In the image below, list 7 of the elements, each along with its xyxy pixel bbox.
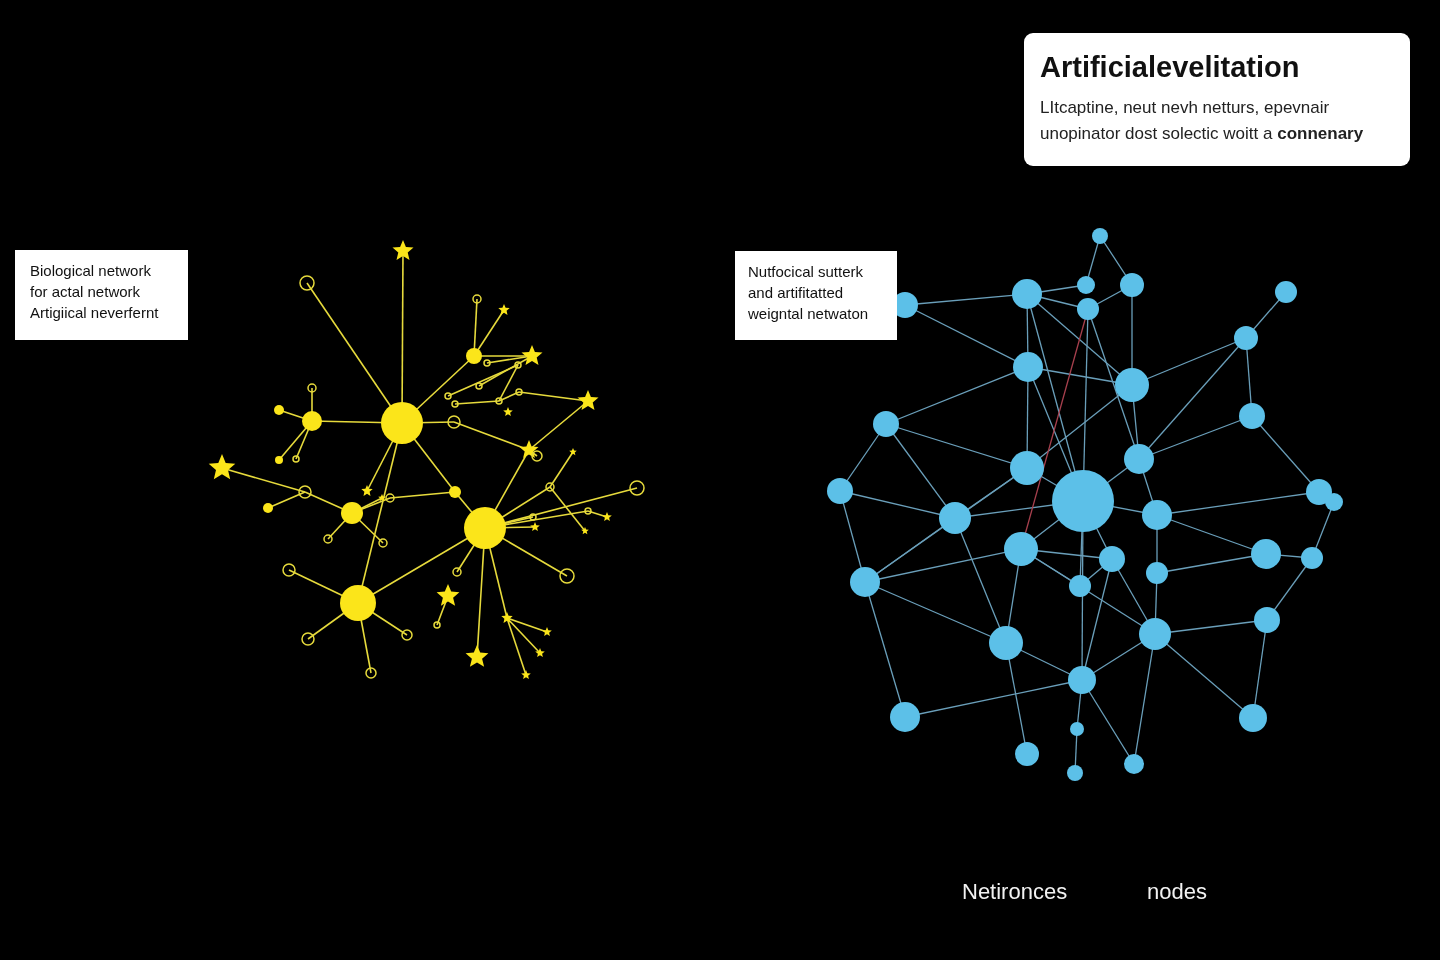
caption-card: Biological network for actal network Artigiical neverfernt: [15, 250, 188, 340]
caption-text: nodes: [1147, 878, 1207, 906]
info-card: [1024, 33, 1410, 166]
card-title: Artificialevelitation: [1040, 50, 1301, 85]
card-description: LItcaptine, neut nevh netturs, epevnair unopinator dost solectic woitt a connenary: [1040, 97, 1365, 145]
caption-text: Netironces: [962, 878, 1068, 906]
caption-card: Nutfocical sutterk and artifitatted weigntal netwaton: [735, 251, 897, 340]
